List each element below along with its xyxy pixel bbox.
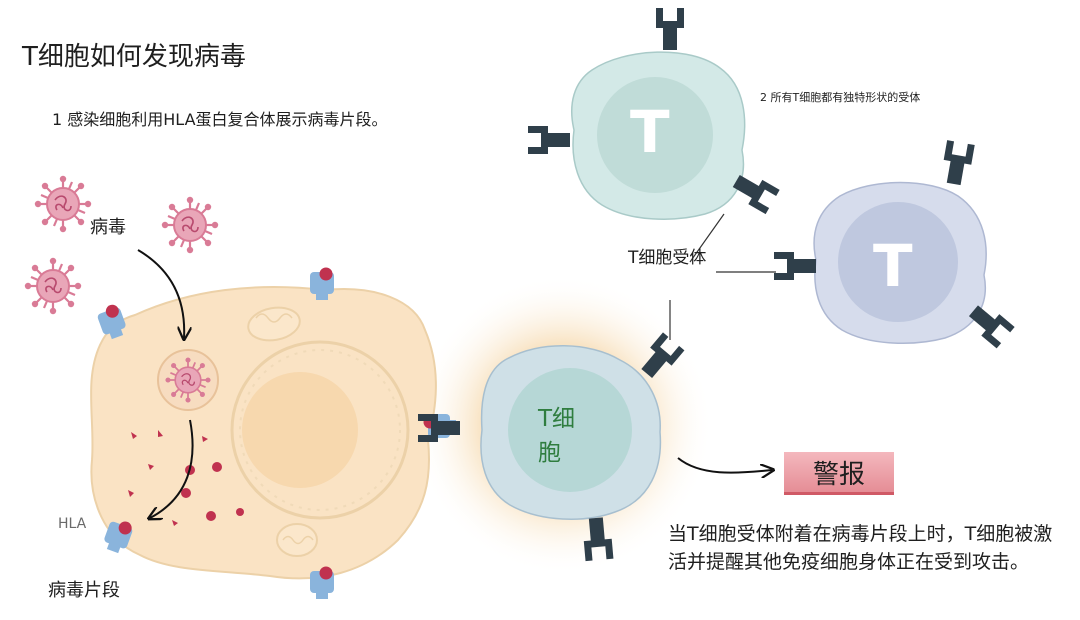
hla-complex-icon xyxy=(310,566,334,599)
fragment-label: 病毒片段 xyxy=(48,580,120,601)
tcr-label: T细胞受体 xyxy=(628,248,707,268)
tcell-nucleus xyxy=(838,202,958,322)
nucleus-icon xyxy=(230,340,410,520)
hla-label: HLA xyxy=(58,516,87,532)
activation-description: 当T细胞受体附着在病毒片段上时，T细胞被激活并提醒其他免疫细胞身体正在受到攻击。 xyxy=(668,523,1053,573)
alarm-label: 警报 xyxy=(812,460,865,490)
tcell-nucleus xyxy=(597,77,713,193)
nucleolus xyxy=(242,372,358,488)
receptor-icon xyxy=(939,140,975,187)
diagram-title: T细胞如何发现病毒 xyxy=(22,42,246,72)
t-letter: T xyxy=(630,98,670,166)
receptor-icon xyxy=(656,8,684,50)
t-letter: T xyxy=(873,232,913,300)
virus-icon xyxy=(164,356,212,404)
step-2-caption: 2 所有T细胞都有独特形状的受体 xyxy=(760,91,921,104)
receptor-icon xyxy=(774,252,816,280)
viral-fragments xyxy=(128,430,244,526)
step-1-caption: 1 感染细胞利用HLA蛋白复合体展示病毒片段。 xyxy=(52,110,388,129)
arrow-icon xyxy=(137,249,184,338)
alarm-badge: 警报 xyxy=(784,452,894,495)
arrow-icon xyxy=(677,457,772,473)
virus-icon xyxy=(160,195,220,255)
receptor-icon xyxy=(528,126,570,154)
leader-lines xyxy=(669,213,776,340)
mitochondria-icon xyxy=(247,306,318,557)
arrow-icon xyxy=(150,419,194,518)
tcell-nucleus xyxy=(508,368,632,492)
tcell-label: T细胞 xyxy=(538,406,576,466)
virus-label: 病毒 xyxy=(90,217,126,238)
virus-icon xyxy=(33,174,93,234)
virus-icon xyxy=(23,256,83,316)
